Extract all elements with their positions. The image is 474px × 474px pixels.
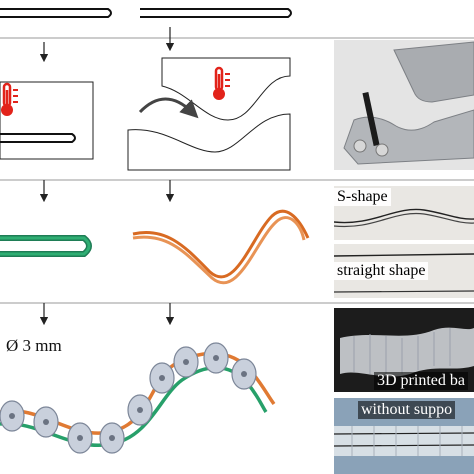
assembled-backbone: [0, 343, 274, 453]
heating-block: [0, 82, 93, 159]
printed-backbone-label: 3D printed ba: [374, 372, 468, 390]
photo-mold: [334, 40, 474, 170]
straight-rod: [0, 9, 111, 17]
mold-top: [162, 58, 290, 120]
curved-arrow-icon: [140, 99, 192, 112]
mold-bottom: [128, 114, 290, 170]
s-shape-label: S-shape: [334, 188, 391, 206]
straight-shape-label: straight shape: [334, 262, 428, 280]
orange-wire-s: [133, 218, 304, 283]
straight-rod: [140, 9, 291, 17]
diameter-label: Ø 3 mm: [6, 336, 62, 356]
orange-wire-s: [133, 211, 308, 277]
without-support-label: without suppo: [358, 401, 455, 419]
green-wire-loop: [0, 238, 89, 254]
